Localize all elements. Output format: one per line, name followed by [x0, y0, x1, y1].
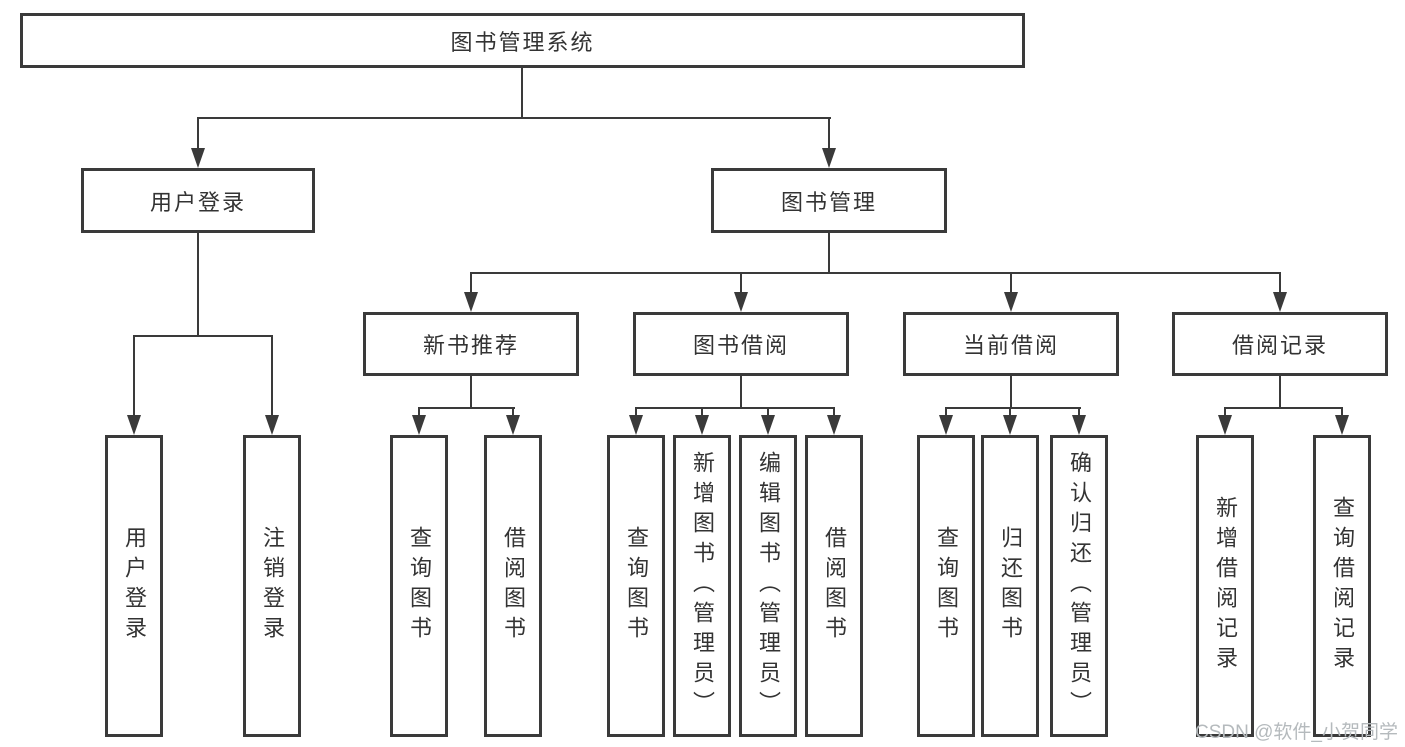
connector-line	[1279, 376, 1281, 409]
leaf-query-borrow-record-label: 查询借阅记录	[1330, 496, 1355, 676]
leaf-borrow-books-label: 借阅图书	[822, 526, 847, 646]
arrowhead-down-icon	[1335, 415, 1349, 435]
connector-line	[470, 272, 1281, 274]
arrowhead-down-icon	[629, 415, 643, 435]
arrowhead-down-icon	[1072, 415, 1086, 435]
connector-line	[828, 117, 830, 150]
connector-line	[635, 407, 637, 417]
connector-line	[418, 407, 515, 409]
leaf-user-login-label: 用户登录	[122, 526, 147, 646]
connector-line	[133, 335, 273, 337]
arrowhead-down-icon	[191, 148, 205, 168]
leaf-borrow-query-books-label: 查询图书	[624, 526, 649, 646]
connector-line	[1279, 272, 1281, 294]
node-book-borrow: 图书借阅	[633, 312, 849, 376]
leaf-logout: 注销登录	[243, 435, 301, 737]
connector-line	[197, 117, 831, 119]
leaf-confirm-return-admin: 确认归还（管理员）	[1050, 435, 1108, 737]
connector-line	[945, 407, 947, 417]
leaf-edit-books-admin-label: 编辑图书（管理员）	[756, 451, 781, 721]
leaf-borrow-query-books: 查询图书	[607, 435, 665, 737]
connector-line	[1009, 407, 1011, 417]
arrowhead-down-icon	[1218, 415, 1232, 435]
connector-line	[271, 335, 273, 417]
node-root-label: 图书管理系统	[450, 29, 595, 55]
arrowhead-down-icon	[939, 415, 953, 435]
leaf-add-books-admin: 新增图书（管理员）	[673, 435, 731, 737]
connector-line	[833, 407, 835, 417]
node-root: 图书管理系统	[20, 13, 1025, 68]
connector-line	[197, 233, 199, 337]
connector-line	[470, 272, 472, 294]
leaf-recommend-borrow-books-label: 借阅图书	[501, 526, 526, 646]
leaf-add-borrow-record-label: 新增借阅记录	[1213, 496, 1238, 676]
node-user-login-label: 用户登录	[149, 189, 246, 215]
leaf-recommend-query-books: 查询图书	[390, 435, 448, 737]
leaf-logout-label: 注销登录	[260, 526, 285, 646]
node-current-borrow-label: 当前借阅	[962, 333, 1059, 358]
node-new-book-recommend-label: 新书推荐	[422, 333, 519, 358]
connector-line	[521, 68, 523, 119]
leaf-edit-books-admin: 编辑图书（管理员）	[739, 435, 797, 737]
node-book-management-label: 图书管理	[780, 189, 877, 215]
connector-line	[1224, 407, 1343, 409]
node-current-borrow: 当前借阅	[903, 312, 1119, 376]
arrowhead-down-icon	[464, 292, 478, 312]
node-book-borrow-label: 图书借阅	[692, 333, 789, 358]
node-borrow-records-label: 借阅记录	[1231, 333, 1328, 358]
leaf-return-books-label: 归还图书	[998, 526, 1023, 646]
leaf-query-borrow-record: 查询借阅记录	[1313, 435, 1371, 737]
arrowhead-down-icon	[827, 415, 841, 435]
arrowhead-down-icon	[1003, 415, 1017, 435]
arrowhead-down-icon	[695, 415, 709, 435]
leaf-current-query-books: 查询图书	[917, 435, 975, 737]
leaf-recommend-query-books-label: 查询图书	[407, 526, 432, 646]
leaf-borrow-books: 借阅图书	[805, 435, 863, 737]
connector-line	[740, 376, 742, 409]
connector-line	[1341, 407, 1343, 417]
arrowhead-down-icon	[822, 148, 836, 168]
leaf-confirm-return-admin-label: 确认归还（管理员）	[1067, 451, 1092, 721]
node-borrow-records: 借阅记录	[1172, 312, 1388, 376]
connector-line	[512, 407, 514, 417]
connector-line	[470, 376, 472, 409]
arrowhead-down-icon	[506, 415, 520, 435]
connector-line	[767, 407, 769, 417]
node-book-management: 图书管理	[711, 168, 947, 233]
csdn-watermark: CSDN @软件_小贺同学	[1195, 722, 1398, 743]
leaf-user-login: 用户登录	[105, 435, 163, 737]
connector-line	[701, 407, 703, 417]
connector-line	[945, 407, 1081, 409]
leaf-add-books-admin-label: 新增图书（管理员）	[690, 451, 715, 721]
node-new-book-recommend: 新书推荐	[363, 312, 579, 376]
connector-line	[635, 407, 835, 409]
arrowhead-down-icon	[734, 292, 748, 312]
connector-line	[1010, 376, 1012, 409]
connector-line	[1224, 407, 1226, 417]
node-user-login: 用户登录	[81, 168, 315, 233]
arrowhead-down-icon	[1004, 292, 1018, 312]
connector-line	[1010, 272, 1012, 294]
arrowhead-down-icon	[761, 415, 775, 435]
arrowhead-down-icon	[1273, 292, 1287, 312]
leaf-add-borrow-record: 新增借阅记录	[1196, 435, 1254, 737]
connector-line	[197, 117, 199, 150]
connector-line	[418, 407, 420, 417]
leaf-return-books: 归还图书	[981, 435, 1039, 737]
leaf-current-query-books-label: 查询图书	[934, 526, 959, 646]
arrowhead-down-icon	[412, 415, 426, 435]
arrowhead-down-icon	[265, 415, 279, 435]
leaf-recommend-borrow-books: 借阅图书	[484, 435, 542, 737]
arrowhead-down-icon	[127, 415, 141, 435]
connector-line	[133, 335, 135, 417]
connector-line	[1078, 407, 1080, 417]
connector-line	[828, 233, 830, 274]
connector-line	[740, 272, 742, 294]
